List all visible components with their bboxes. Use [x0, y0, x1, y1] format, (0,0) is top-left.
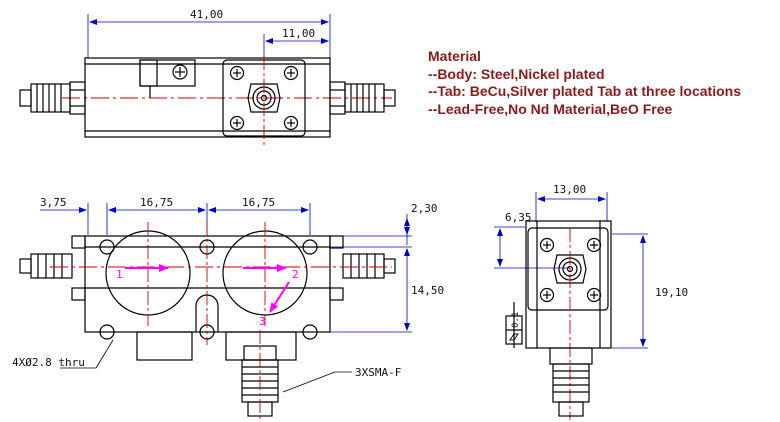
dim-side-height: 19,10	[655, 286, 688, 299]
signal-flow-arrows	[125, 264, 290, 313]
connectors-callout: 3XSMA-F	[355, 366, 401, 379]
port-3-label: 3	[259, 315, 266, 328]
dim-hole-pitch-1: 16,75	[140, 196, 173, 209]
front-view	[19, 203, 412, 420]
material-line-compliance: --Lead-Free,No Nd Material,BeO Free	[428, 100, 673, 117]
dim-left-hole-offset: 3,75	[40, 196, 67, 209]
dim-side-offset: 6,35	[505, 211, 532, 224]
dim-side-width: 13,00	[553, 183, 586, 196]
dim-tab-height: 2,30	[411, 202, 438, 215]
flatness-value: 0.1	[511, 312, 521, 328]
holes-callout: 4XØ2.8 thru	[12, 356, 85, 369]
port-2-label: 2	[292, 268, 299, 281]
material-line-body: --Body: Steel,Nickel plated	[428, 65, 605, 82]
side-view	[494, 192, 648, 420]
dim-connector-offset: 11,00	[282, 27, 315, 40]
material-line-tab: --Tab: BeCu,Silver plated Tab at three l…	[428, 83, 741, 99]
port-1-label: 1	[116, 268, 123, 281]
dim-height: 14,50	[411, 284, 444, 297]
dim-overall-length: 41,00	[190, 8, 223, 21]
top-view	[19, 14, 396, 148]
material-notes: Material --Body: Steel,Nickel plated --T…	[428, 48, 741, 118]
material-heading: Material	[428, 48, 481, 64]
dim-hole-pitch-2: 16,75	[242, 196, 275, 209]
